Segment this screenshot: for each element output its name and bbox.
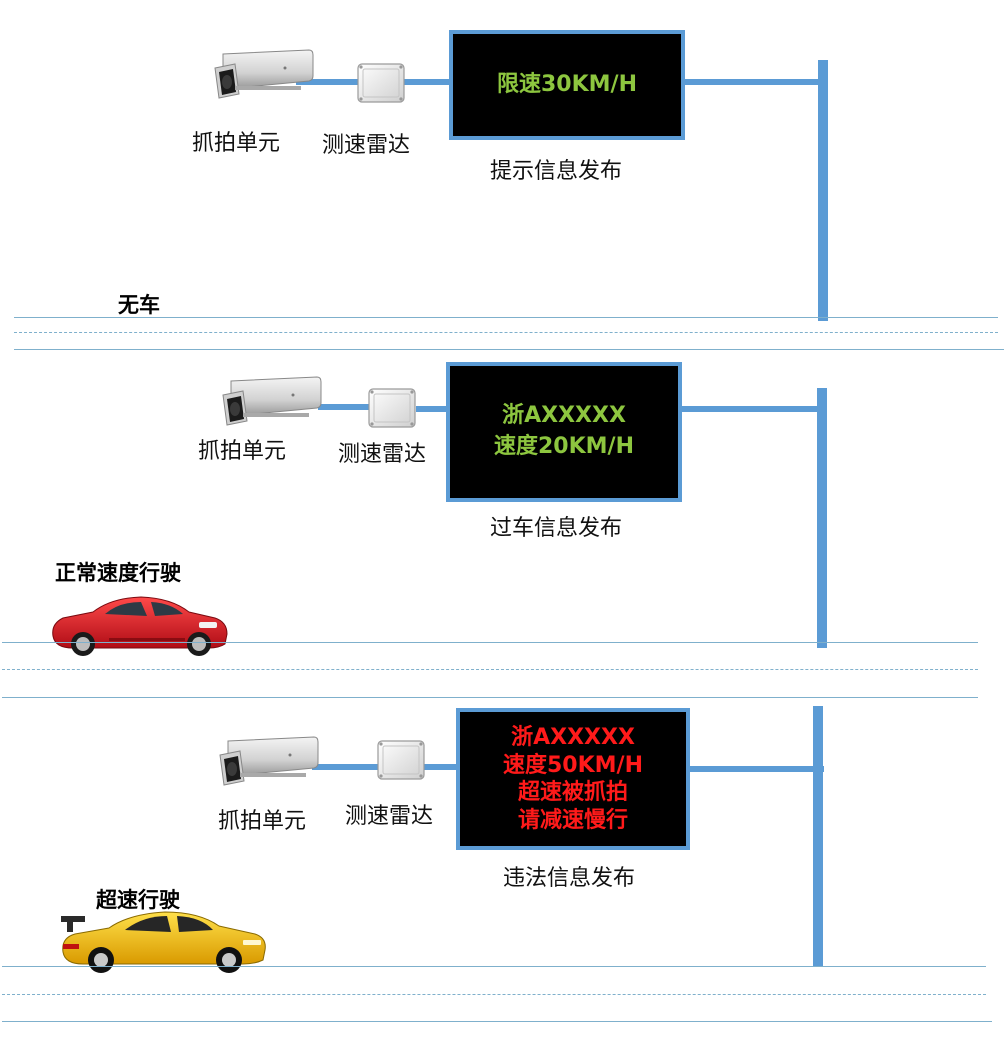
cable bbox=[682, 79, 822, 85]
cable bbox=[318, 404, 370, 410]
sign-line: 浙AXXXXX bbox=[511, 725, 635, 750]
lane-divider bbox=[14, 332, 998, 333]
sign-caption: 过车信息发布 bbox=[490, 516, 623, 541]
gantry-pole bbox=[817, 388, 827, 648]
radar-label: 测速雷达 bbox=[345, 804, 434, 829]
road-edge-line bbox=[2, 642, 978, 643]
camera-icon bbox=[205, 43, 315, 111]
sign-line: 速度20KM/H bbox=[493, 434, 634, 459]
lane-divider bbox=[2, 669, 978, 670]
radar-label: 测速雷达 bbox=[338, 442, 427, 467]
road-edge-line bbox=[14, 317, 998, 318]
cable bbox=[688, 766, 824, 772]
road-edge-line bbox=[2, 1021, 992, 1022]
radar-icon bbox=[366, 386, 418, 430]
led-sign: 浙AXXXXX 速度20KM/H bbox=[446, 362, 682, 502]
cable bbox=[678, 406, 822, 412]
gantry-pole bbox=[818, 60, 828, 321]
lane-divider bbox=[2, 994, 986, 995]
cable bbox=[402, 79, 452, 85]
road-edge-line bbox=[2, 966, 986, 967]
sign-line: 限速30KM/H bbox=[496, 71, 637, 97]
sign-line: 速度50KM/H bbox=[502, 752, 643, 778]
led-sign: 限速30KM/H bbox=[449, 30, 685, 140]
camera-icon bbox=[210, 730, 320, 798]
sign-caption: 提示信息发布 bbox=[490, 159, 623, 184]
capture-unit-label: 抓拍单元 bbox=[192, 131, 281, 156]
radar-icon bbox=[355, 61, 407, 105]
capture-unit-label: 抓拍单元 bbox=[218, 809, 307, 834]
sign-line: 超速被抓拍 bbox=[517, 780, 628, 805]
capture-unit-label: 抓拍单元 bbox=[198, 439, 287, 464]
road-edge-line bbox=[2, 697, 978, 698]
state-label: 正常速度行驶 bbox=[55, 561, 181, 585]
led-sign: 浙AXXXXX 速度50KM/H 超速被抓拍 请减速慢行 bbox=[456, 708, 690, 850]
cable bbox=[296, 79, 358, 85]
radar-label: 测速雷达 bbox=[322, 133, 411, 158]
cable bbox=[424, 764, 460, 770]
yellow-car-icon bbox=[58, 904, 270, 974]
road-edge-line bbox=[14, 349, 1004, 350]
sign-caption: 违法信息发布 bbox=[503, 866, 636, 891]
sign-line: 浙AXXXXX bbox=[502, 403, 626, 429]
state-label: 无车 bbox=[118, 293, 160, 317]
radar-icon bbox=[375, 738, 427, 782]
cable bbox=[312, 764, 380, 770]
state-label: 超速行驶 bbox=[96, 888, 180, 912]
sign-line: 请减速慢行 bbox=[517, 807, 628, 833]
red-car-icon bbox=[44, 592, 234, 656]
gantry-pole bbox=[813, 706, 823, 966]
camera-icon bbox=[213, 370, 323, 438]
cable bbox=[416, 406, 450, 412]
